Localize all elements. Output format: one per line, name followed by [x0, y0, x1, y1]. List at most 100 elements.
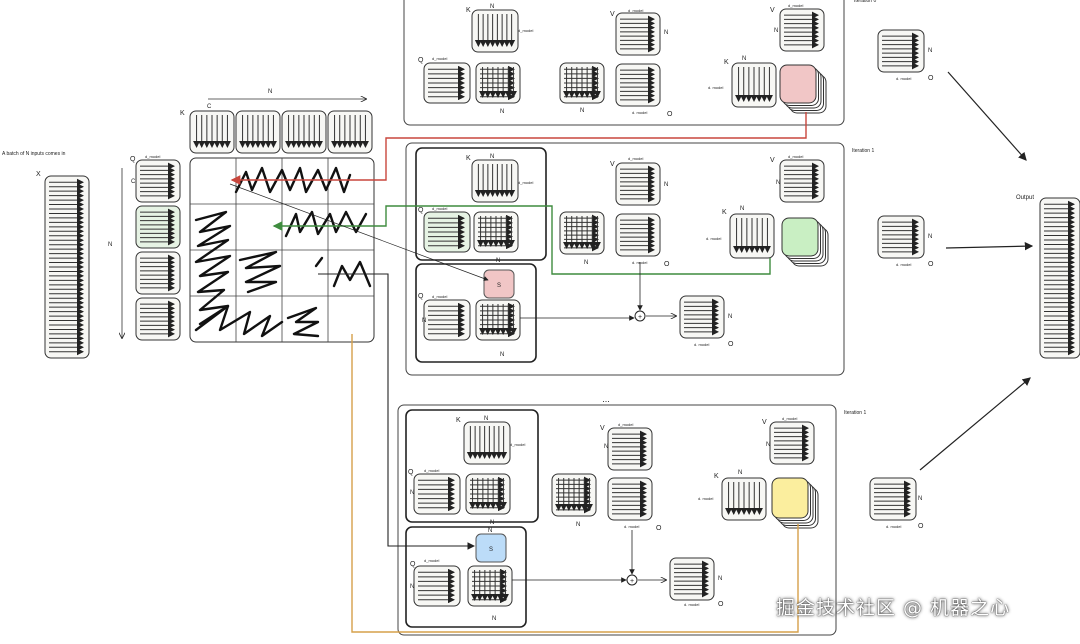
o-matrix-top	[615, 63, 661, 107]
qk-product-mid	[473, 211, 519, 253]
n-label: N	[740, 206, 744, 212]
bottom-to-output-arrow	[919, 377, 1031, 471]
o-label: O	[928, 261, 934, 268]
d-model-label: d_model	[432, 206, 447, 211]
q-label-bottom: Q	[408, 469, 414, 476]
plus-sign: +	[638, 314, 642, 321]
k-label: K	[724, 59, 729, 66]
n-label: N	[492, 616, 496, 622]
k-label-left: K	[180, 110, 185, 117]
o-label: O	[656, 525, 662, 532]
qs-inner-box-mid	[415, 263, 537, 363]
n-label: N	[918, 496, 922, 502]
kq-inner-box-bottom	[405, 409, 539, 523]
iteration-panel-top	[403, 0, 845, 126]
n-label: N	[738, 470, 742, 476]
d-model-label: d. model	[706, 236, 721, 241]
q-matrix-bottom	[413, 473, 461, 515]
k-matrix-bottom	[463, 421, 511, 465]
d-model-label: d_model	[518, 180, 533, 185]
n-label: N	[422, 318, 426, 324]
o-label: O	[664, 261, 670, 268]
mid-to-output-arrow	[945, 241, 1034, 251]
batch-caption: A batch of N inputs comes in	[2, 151, 66, 157]
o-label: O	[928, 75, 934, 82]
d-model-label: d. model	[632, 260, 647, 265]
n-label: N	[776, 180, 780, 186]
o-label: O	[667, 111, 673, 118]
n-label: N	[664, 30, 668, 36]
n-label: N	[410, 584, 414, 590]
k-block-2	[281, 110, 327, 154]
k-label: K	[722, 209, 727, 216]
n-label: N	[488, 528, 492, 534]
n-label: N	[490, 4, 494, 10]
k-matrix-mid-right	[729, 213, 775, 259]
score-matrix-bottom	[551, 473, 597, 517]
n-label: N	[664, 182, 668, 188]
kq-inner-box-mid	[415, 147, 547, 261]
q-label-top: Q	[418, 57, 424, 64]
ellipsis: ...	[602, 394, 610, 404]
d-model-label: d_model	[432, 56, 447, 61]
v-matrix-mid-right	[779, 159, 825, 203]
v-matrix-bottom	[607, 427, 653, 471]
k-matrix-bottom-right	[721, 477, 767, 521]
output-matrix	[1039, 197, 1080, 359]
d-model-label: d_model	[618, 422, 633, 427]
iteration-label-top: Iteration 0	[854, 0, 876, 4]
masked-scribble-6	[286, 306, 320, 338]
n-label: N	[410, 490, 414, 496]
d-model-label: d. model	[708, 85, 723, 90]
qs-product-bottom	[467, 565, 513, 607]
k-label-mid: K	[466, 155, 471, 162]
s-to-mid-line	[229, 183, 489, 281]
q-label-left: Q	[130, 156, 136, 163]
q-label-mid: Q	[418, 207, 424, 214]
k-label-top: K	[466, 7, 471, 14]
o-label: O	[718, 601, 724, 608]
d-model-label: d_model	[424, 468, 439, 473]
svg-text:S: S	[489, 547, 493, 553]
d-model-label: d. model	[684, 602, 699, 607]
masked-scribble-2	[194, 210, 232, 332]
score-matrix-top	[559, 62, 605, 104]
n-label-top: N	[268, 89, 272, 95]
v-label-mid: V	[610, 161, 615, 168]
v-label-top: V	[610, 11, 615, 18]
s-stack-mid	[781, 217, 829, 267]
n-label: N	[496, 258, 500, 264]
o-output-top	[877, 29, 925, 73]
n-label: N	[584, 260, 588, 266]
n-label: N	[576, 522, 580, 528]
n-label: N	[500, 109, 504, 115]
c-label-left: C	[131, 179, 136, 185]
q-matrix-mid	[423, 211, 471, 253]
n-label: N	[500, 352, 504, 358]
d-model-label: d_model	[788, 154, 803, 159]
watermark: 掘金技术社区 @ 机器之心	[776, 597, 1011, 619]
masked-scribble-1	[284, 210, 368, 238]
s-block-bottom-blue: S	[475, 533, 507, 563]
n-label: N	[580, 108, 584, 114]
d-model-label: d. model	[896, 262, 911, 267]
d-model-label: d. model	[624, 524, 639, 529]
v-label-bottom: V	[600, 425, 605, 432]
x-input-matrix	[44, 175, 90, 359]
n-label-left: N	[108, 242, 112, 248]
masked-scribble-7	[314, 256, 324, 268]
v-label-top-right: V	[770, 7, 775, 14]
d-model-left: d_model	[145, 154, 160, 159]
iteration-panel-bottom	[397, 404, 837, 636]
q-block-0	[135, 159, 181, 203]
c-label: C	[207, 104, 212, 110]
k-matrix-top	[471, 9, 519, 53]
orange-connector	[351, 334, 799, 633]
d-model-label: d_model	[518, 28, 533, 33]
qk-product-top	[475, 62, 521, 104]
v-label-mid-right: V	[770, 157, 775, 164]
v-matrix-bottom-right	[769, 421, 815, 465]
o-result-mid	[679, 295, 725, 339]
score-matrix-mid	[559, 211, 605, 255]
